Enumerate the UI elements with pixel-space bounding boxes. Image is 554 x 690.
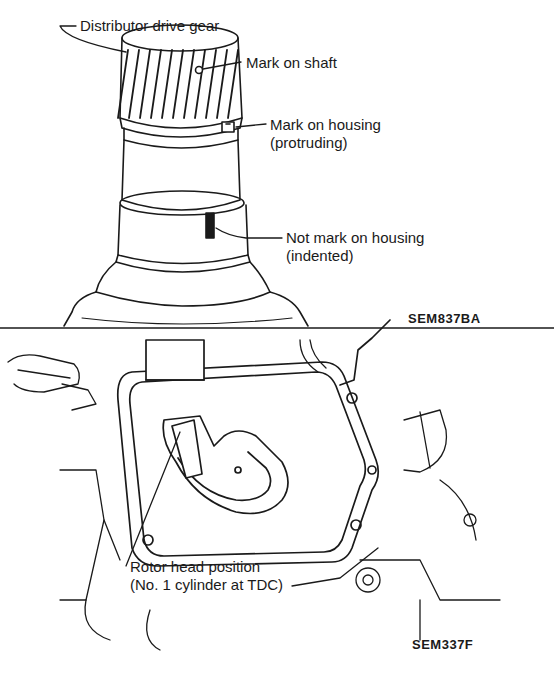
part-label: Rotor head position (No. 1 cylinder at T… [130, 558, 288, 594]
gear-tooth [162, 50, 172, 118]
gear-tooth [217, 50, 227, 118]
part-label: Mark on housing (protruding) [270, 116, 390, 152]
distributor-housing [118, 320, 390, 566]
gear-tooth [118, 50, 128, 118]
gear-tooth [228, 50, 238, 118]
figure-code: SEM837BA [408, 310, 518, 328]
figure-code: SEM337F [412, 636, 522, 654]
housing [64, 140, 308, 326]
part-label: Distributor drive gear [80, 17, 280, 35]
part-label: Not mark on housing (indented) [286, 229, 434, 265]
gear-tooth [195, 50, 205, 118]
gear-tooth [140, 50, 150, 118]
part-label: Mark on shaft [246, 54, 386, 72]
panel-separator [0, 327, 554, 328]
gear-tooth [173, 50, 183, 118]
drive-gear [118, 25, 242, 137]
gear-tooth [206, 50, 216, 118]
rotor [163, 416, 288, 514]
gear-tooth [184, 50, 194, 118]
gear-tooth [151, 50, 161, 118]
engine-background [8, 340, 500, 650]
gear-tooth [129, 50, 139, 118]
shaft-collar [124, 122, 238, 148]
